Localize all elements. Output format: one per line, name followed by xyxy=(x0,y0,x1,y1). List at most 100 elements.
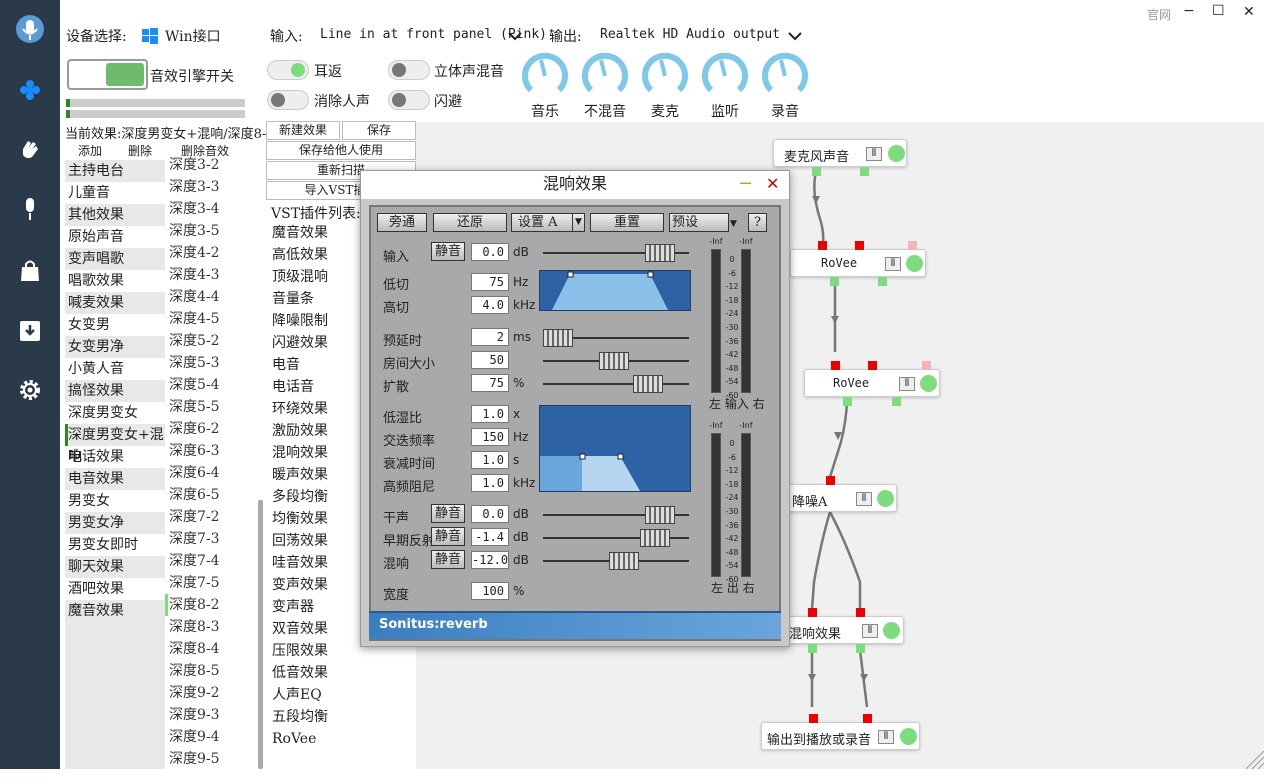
restore-button[interactable]: 还原 xyxy=(433,213,507,232)
node-enable-indicator[interactable] xyxy=(888,145,905,162)
resize-grip-icon[interactable] xyxy=(1246,751,1264,769)
list-item[interactable]: 主持电台 xyxy=(68,163,124,179)
list-item[interactable]: 降噪限制 xyxy=(272,313,328,329)
dry-value[interactable]: 0.0 xyxy=(471,505,509,523)
list-item[interactable]: 电话效果 xyxy=(65,446,165,468)
early-slider[interactable] xyxy=(543,528,689,548)
monitor-volume-dial[interactable] xyxy=(701,52,749,100)
filter-graph[interactable] xyxy=(539,270,691,311)
node-input-port[interactable] xyxy=(808,608,817,617)
list-item[interactable]: 深度4-3 xyxy=(169,267,220,283)
list-item[interactable]: 电话音 xyxy=(272,379,314,395)
node-enable-indicator[interactable] xyxy=(877,490,894,507)
chevron-down-icon[interactable]: ▼ xyxy=(730,219,737,229)
list-item[interactable]: 深度3-5 xyxy=(169,223,220,239)
eq-settings-icon[interactable]: ⫴ xyxy=(878,730,894,744)
list-item[interactable]: 闪避效果 xyxy=(272,335,328,351)
node-enable-indicator[interactable] xyxy=(883,622,900,639)
maximize-button[interactable]: ☐ xyxy=(1212,3,1225,19)
crossover-value[interactable]: 150 xyxy=(471,428,509,446)
list-item[interactable]: 深度8-5 xyxy=(169,663,220,679)
dialog-minimize-button[interactable]: − xyxy=(738,173,754,194)
gear-icon[interactable] xyxy=(15,375,45,405)
list-item[interactable]: 环绕效果 xyxy=(272,401,328,417)
node-input-port[interactable] xyxy=(855,241,864,250)
node-enable-indicator[interactable] xyxy=(900,728,917,745)
list-item[interactable]: 高低效果 xyxy=(272,247,328,263)
roomsize-value[interactable]: 50 xyxy=(471,351,509,369)
list-item[interactable]: 深度7-4 xyxy=(169,553,220,569)
list-item[interactable]: 男变女 xyxy=(65,490,165,512)
graph-node-reverb[interactable]: 混响效果 ⫴ xyxy=(784,616,904,644)
reset-button[interactable]: 重置 xyxy=(590,213,664,232)
list-item[interactable]: 深度6-5 xyxy=(169,487,220,503)
chevron-down-icon[interactable] xyxy=(788,29,802,45)
node-input-port[interactable] xyxy=(818,241,827,250)
list-item[interactable]: 深度6-4 xyxy=(169,465,220,481)
highcut-value[interactable]: 4.0 xyxy=(471,296,509,314)
graph-node-mic[interactable]: 麦克风声音 ⫴ xyxy=(773,139,907,167)
list-item[interactable]: 人声EQ xyxy=(272,687,322,703)
music-volume-dial[interactable] xyxy=(521,52,569,100)
node-output-port[interactable] xyxy=(812,167,821,176)
list-item[interactable]: 低音效果 xyxy=(272,665,328,681)
delete-button[interactable]: 删除 xyxy=(128,144,153,158)
eq-settings-icon[interactable]: ⫴ xyxy=(885,257,901,271)
eq-settings-icon[interactable]: ⫴ xyxy=(899,377,915,391)
minimize-button[interactable]: − xyxy=(1183,3,1195,19)
list-item[interactable]: 深度8-3 xyxy=(169,619,220,635)
list-item[interactable]: 深度6-2 xyxy=(169,421,220,437)
list-item[interactable]: 深度4-4 xyxy=(169,289,220,305)
node-enable-indicator[interactable] xyxy=(906,255,923,272)
list-item[interactable]: 深度3-3 xyxy=(169,179,220,195)
stereo-mix-toggle[interactable] xyxy=(388,60,430,80)
mic-logo-icon[interactable] xyxy=(15,14,45,46)
node-input-port[interactable] xyxy=(826,476,835,485)
list-item[interactable]: 深度3-4 xyxy=(169,201,220,217)
node-output-port[interactable] xyxy=(860,167,869,176)
device-driver[interactable]: Win接口 xyxy=(165,29,221,45)
eq-settings-icon[interactable]: ⫴ xyxy=(866,147,882,161)
reverb-mute-button[interactable]: 静音 xyxy=(431,550,465,569)
list-item[interactable]: 变声唱歌 xyxy=(68,251,124,267)
save-share-button[interactable]: 保存给他人使用 xyxy=(266,141,416,160)
list-item[interactable]: 小黄人音 xyxy=(65,358,165,380)
list-item[interactable]: 激励效果 xyxy=(272,423,328,439)
list-item[interactable]: 深度男变女+混响 xyxy=(68,427,164,465)
list-item[interactable]: 深度9-5 xyxy=(169,751,220,767)
predelay-slider[interactable] xyxy=(543,328,689,348)
decay-value[interactable]: 1.0 xyxy=(471,451,509,469)
node-input-port[interactable] xyxy=(922,361,931,370)
new-effect-button[interactable]: 新建效果 xyxy=(266,121,340,140)
save-button[interactable]: 保存 xyxy=(342,121,416,140)
list-item[interactable]: 女变男净 xyxy=(68,339,124,355)
list-item[interactable]: 深度9-2 xyxy=(169,685,220,701)
list-item[interactable]: 深度9-4 xyxy=(169,729,220,745)
list-item[interactable]: 顶级混响 xyxy=(272,269,328,285)
list-item[interactable]: 压限效果 xyxy=(272,643,328,659)
add-button[interactable]: 添加 xyxy=(78,144,103,158)
hfdamp-value[interactable]: 1.0 xyxy=(471,474,509,492)
list-item[interactable]: 深度7-5 xyxy=(169,575,220,591)
list-item[interactable]: 深度4-2 xyxy=(169,245,220,261)
input-mute-button[interactable]: 静音 xyxy=(431,242,465,261)
list-item[interactable]: 深度男变女 xyxy=(65,402,165,424)
list-item[interactable]: 深度9-3 xyxy=(169,707,220,723)
bypass-button[interactable]: 旁通 xyxy=(377,213,427,232)
node-input-port[interactable] xyxy=(831,361,840,370)
graph-node-rovee-2[interactable]: RoVee ⫴ xyxy=(804,369,940,397)
node-output-port[interactable] xyxy=(843,397,852,406)
lowratio-value[interactable]: 1.0 xyxy=(471,405,509,423)
close-button[interactable]: ✕ xyxy=(1243,4,1255,20)
early-value[interactable]: -1.4 xyxy=(471,528,509,546)
reverb-level-value[interactable]: -12.0 xyxy=(471,551,509,569)
node-input-port[interactable] xyxy=(868,361,877,370)
list-item[interactable]: 变声器 xyxy=(272,599,314,615)
list-item[interactable]: 儿童音 xyxy=(65,182,165,204)
clap-icon[interactable] xyxy=(15,134,45,164)
node-output-port[interactable] xyxy=(892,397,901,406)
list-item[interactable]: 深度4-5 xyxy=(169,311,220,327)
reverb-level-slider[interactable] xyxy=(543,551,689,571)
list-item[interactable]: 混响效果 xyxy=(272,445,328,461)
node-input-port[interactable] xyxy=(809,714,818,723)
